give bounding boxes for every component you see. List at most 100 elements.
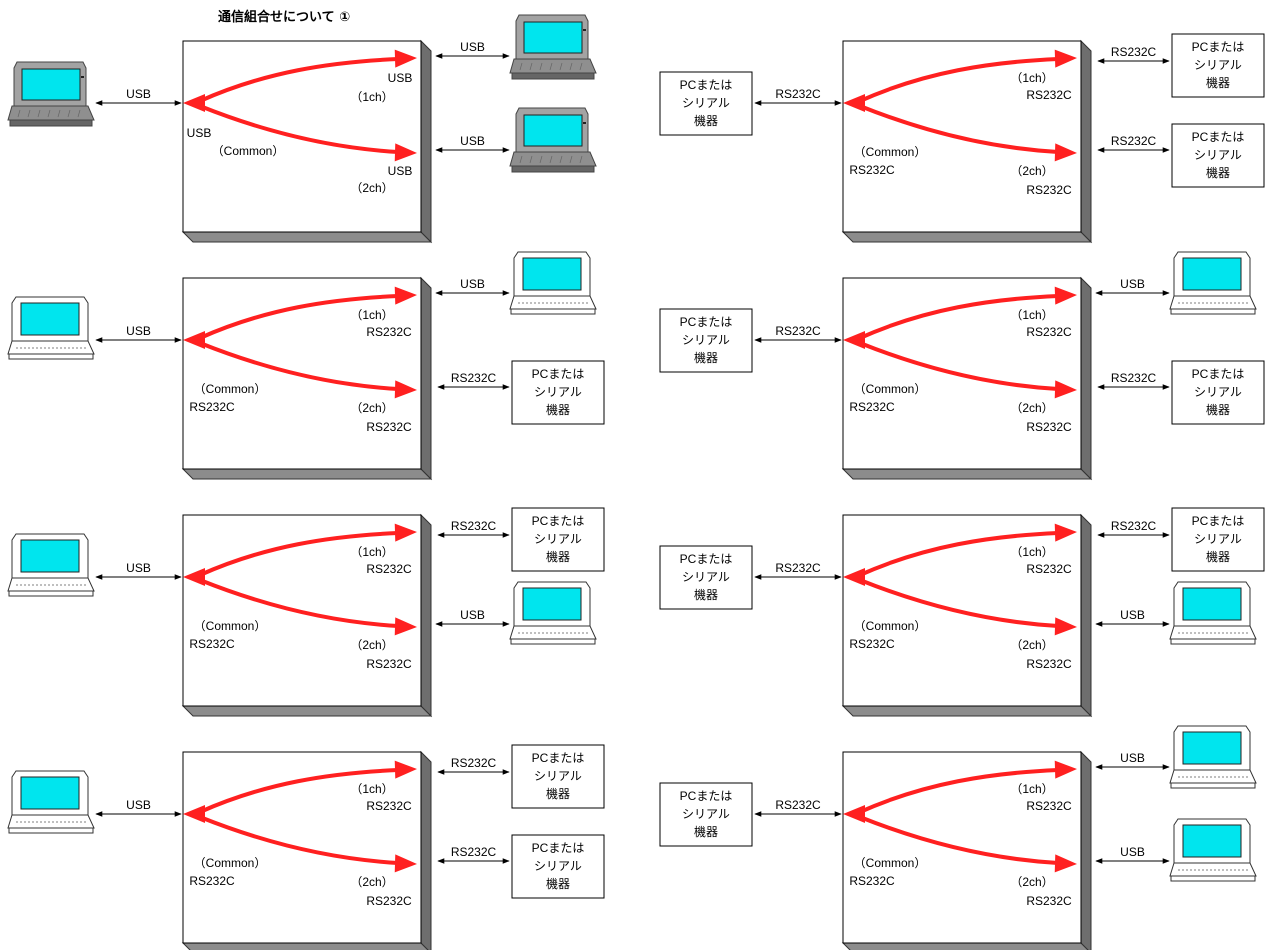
common-interface-label: RS232C [189,400,235,414]
arrow-head [1054,523,1077,542]
device-label-line2: シリアル [682,807,730,821]
arrow-ch2 [859,104,1059,154]
host-laptop-icon [7,61,95,127]
arrow-ch2 [199,578,399,628]
device-label-line1: PCまたは [1192,130,1245,144]
ch2-label: （2ch） [350,875,393,889]
peer2-laptop-icon [1169,581,1257,645]
ch1-label: （1ch） [1010,782,1053,796]
arrow-head [1054,760,1077,779]
ch1-label: （1ch） [1010,71,1053,85]
arrow-head [394,286,417,305]
arrow-ch1 [199,768,399,814]
device-label-line3: 機器 [1206,549,1230,564]
device-label-line2: シリアル [1194,58,1242,72]
device-label-line2: シリアル [1194,148,1242,162]
ch1-interface-label: USB [388,71,413,85]
device-label-line3: 機器 [1206,402,1230,417]
arrow-head [183,568,205,586]
device-label-line3: 機器 [546,786,570,801]
host-link: USB [95,87,182,106]
peer2-link: RS232C [1097,134,1170,153]
device-label-line3: 機器 [694,824,718,839]
link-label: RS232C [1111,371,1157,385]
peer1-laptop-icon [509,14,597,80]
arrow-ch1 [859,294,1059,340]
device-label-line1: PCまたは [680,552,733,566]
device-label-line1: PCまたは [1192,367,1245,381]
arrow-head [183,805,205,823]
peer2-link: RS232C [437,371,510,390]
ch1-label: （1ch） [350,782,393,796]
arrow-head [1054,49,1077,68]
ch1-interface-label: RS232C [1026,88,1072,102]
ch1-label: （1ch） [350,90,393,104]
host-link: RS232C [754,798,842,817]
peer1-link: RS232C [437,519,510,538]
peer2-link: RS232C [1097,371,1170,390]
common-interface-label: RS232C [849,400,895,414]
link-label: RS232C [775,324,821,338]
peer2-link: USB [435,608,510,627]
common-label: （Common） [194,856,267,870]
peer2-link: USB [1095,608,1170,627]
host-link: RS232C [754,561,842,580]
converter-panel [841,39,1093,244]
converter-panel [181,513,433,718]
arrow-head [843,805,865,823]
device-label-line3: 機器 [546,876,570,891]
ch2-interface-label: RS232C [1026,657,1072,671]
host-link: USB [95,798,182,817]
peer2-link: RS232C [437,845,510,864]
ch1-interface-label: RS232C [366,562,412,576]
device-label-line3: 機器 [1206,165,1230,180]
link-label: USB [1120,608,1145,622]
host-link: RS232C [754,87,842,106]
ch1-label: （1ch） [1010,545,1053,559]
peer1-link: RS232C [437,756,510,775]
ch2-label: （2ch） [1010,875,1053,889]
arrow-ch1 [859,57,1059,103]
arrow-ch2 [859,815,1059,865]
device-label-line2: シリアル [534,859,582,873]
peer1-laptop-icon [1169,251,1257,315]
link-label: USB [126,87,151,101]
arrow-ch2 [859,341,1059,391]
link-label: RS232C [1111,519,1157,533]
ch2-interface-label: RS232C [366,657,412,671]
arrow-head [394,760,417,779]
diagram-rs-host-usb-rs: （1ch）RS232C（2ch）RS232C（Common）RS232CPCまた… [659,251,1265,481]
ch2-label: （2ch） [1010,638,1053,652]
ch2-label: （2ch） [1010,401,1053,415]
device-label-line2: シリアル [1194,385,1242,399]
ch2-interface-label: USB [388,164,413,178]
arrow-ch1 [199,57,399,103]
link-label: RS232C [451,371,497,385]
link-label: RS232C [451,519,497,533]
link-label: USB [126,561,151,575]
diagram-usb-host-rs-usb: （1ch）RS232C（2ch）RS232C（Common）RS232CUSBP… [7,507,605,718]
ch1-interface-label: RS232C [366,799,412,813]
arrow-head [1054,854,1077,873]
link-label: RS232C [1111,45,1157,59]
arrow-ch1 [199,531,399,577]
host-link: USB [95,561,182,580]
arrow-ch2 [859,578,1059,628]
ch2-interface-label: RS232C [1026,183,1072,197]
host-link: RS232C [754,324,842,343]
device-label-line1: PCまたは [532,841,585,855]
ch1-interface-label: RS232C [1026,562,1072,576]
host-link: USB [95,324,182,343]
common-label: （Common） [854,145,927,159]
device-label-line2: シリアル [534,769,582,783]
common-interface-label: RS232C [189,874,235,888]
